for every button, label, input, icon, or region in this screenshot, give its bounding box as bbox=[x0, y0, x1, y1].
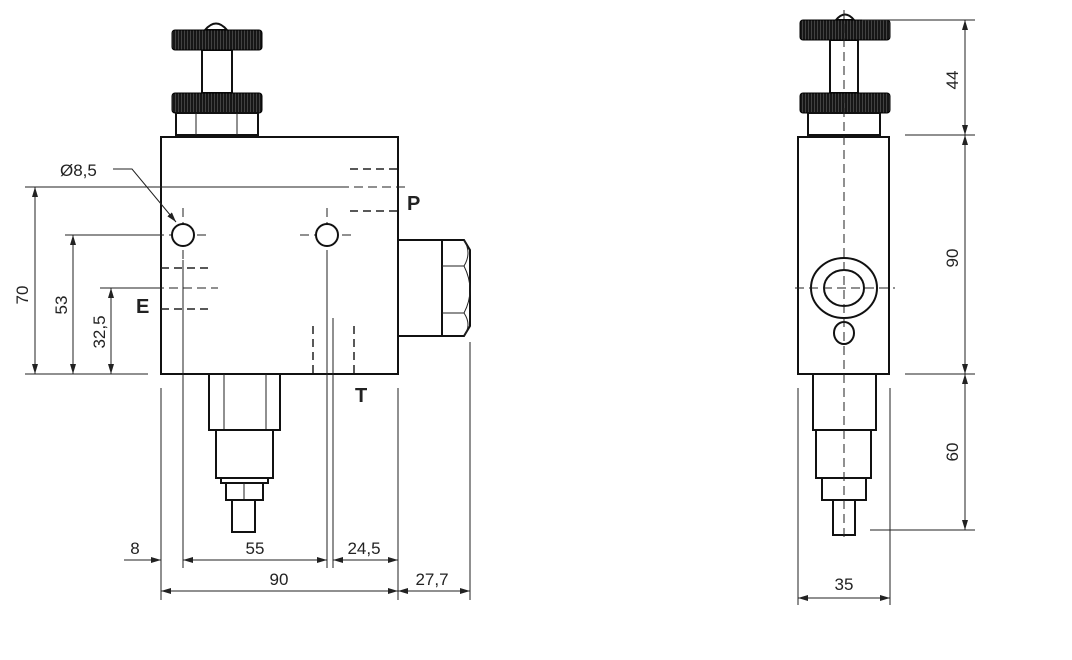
dim-53: 53 bbox=[52, 296, 71, 315]
bottom-cartridge bbox=[208, 373, 281, 533]
side-dimensions bbox=[797, 19, 975, 605]
hole-diameter-label: Ø8,5 bbox=[60, 161, 97, 180]
dim-27-7: 27,7 bbox=[415, 570, 448, 589]
dim-70: 70 bbox=[13, 286, 32, 305]
port-e-label: E bbox=[136, 296, 149, 318]
adjust-knob bbox=[171, 22, 263, 136]
dim-24-5: 24,5 bbox=[347, 539, 380, 558]
dim-32-5: 32,5 bbox=[90, 315, 109, 348]
mounting-hole bbox=[315, 223, 339, 247]
valve-body bbox=[160, 136, 399, 375]
port-p-label: P bbox=[407, 193, 420, 215]
dim-35: 35 bbox=[835, 575, 854, 594]
dim-60: 60 bbox=[943, 443, 962, 462]
port-t-label: T bbox=[355, 385, 367, 407]
side-view: 44 90 60 35 bbox=[795, 10, 975, 605]
dim-90-height: 90 bbox=[943, 249, 962, 268]
dim-8: 8 bbox=[130, 539, 139, 558]
dim-55: 55 bbox=[246, 539, 265, 558]
lock-wheel bbox=[799, 92, 891, 114]
front-dimensions bbox=[25, 168, 471, 600]
front-view: Ø8,5 P E T 70 53 32,5 8 55 24,5 90 27,7 bbox=[13, 22, 471, 600]
knob-wheel bbox=[799, 19, 891, 41]
side-fitting bbox=[397, 239, 471, 337]
hidden-lines bbox=[155, 168, 405, 374]
mounting-hole bbox=[171, 223, 195, 247]
dim-90-width: 90 bbox=[270, 570, 289, 589]
dim-44: 44 bbox=[943, 71, 962, 90]
